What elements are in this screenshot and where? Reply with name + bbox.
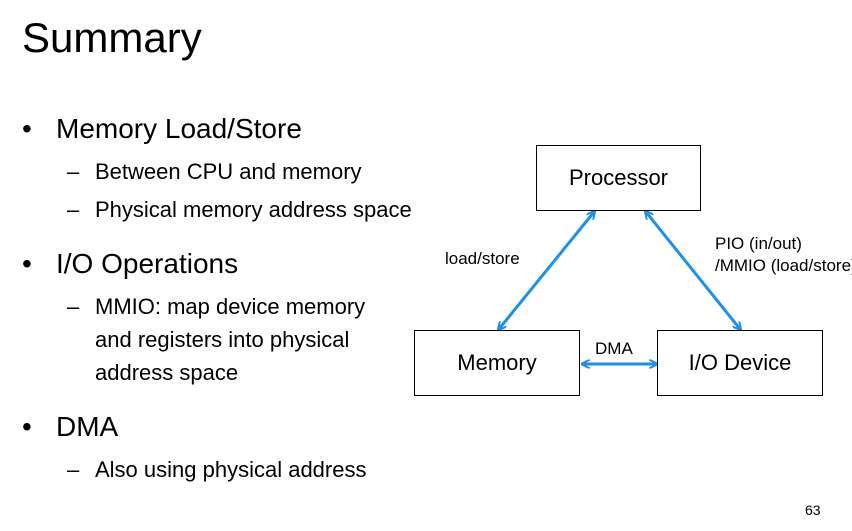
bullet-text: DMA	[56, 411, 119, 442]
edge-label-load-store: load/store	[445, 249, 520, 268]
bullet-glyph: •	[22, 248, 32, 279]
bullet-glyph: •	[22, 411, 32, 442]
dash-glyph: –	[67, 159, 80, 184]
sub-bullet-text: Between CPU and memory	[95, 159, 362, 184]
sub-bullet-text: Also using physical address	[95, 457, 367, 482]
processor-box: Processor	[536, 145, 701, 211]
bullet-glyph: •	[22, 113, 32, 144]
sub-bullet-text: Physical memory address space	[95, 197, 412, 222]
sub-bullet-text: address space	[95, 360, 239, 385]
edge-label-mmio: /MMIO (load/store)	[715, 256, 852, 275]
sub-bullet-text: and registers into physical	[95, 327, 350, 352]
edge-label-pio: PIO (in/out)	[715, 234, 802, 253]
bullet-text: I/O Operations	[56, 248, 239, 279]
dash-glyph: –	[67, 197, 80, 222]
arrow-processor-io-device	[646, 212, 740, 329]
edge-label-dma: DMA	[595, 339, 633, 358]
page-number: 63	[805, 502, 821, 518]
arrow-processor-memory	[499, 212, 594, 329]
dash-glyph: –	[67, 294, 80, 319]
page-title: Summary	[22, 14, 202, 61]
memory-box: Memory	[414, 330, 580, 396]
io-device-box: I/O Device	[657, 330, 823, 396]
dash-glyph: –	[67, 457, 80, 482]
bullet-text: Memory Load/Store	[56, 113, 302, 144]
sub-bullet-text: MMIO: map device memory	[95, 294, 366, 319]
